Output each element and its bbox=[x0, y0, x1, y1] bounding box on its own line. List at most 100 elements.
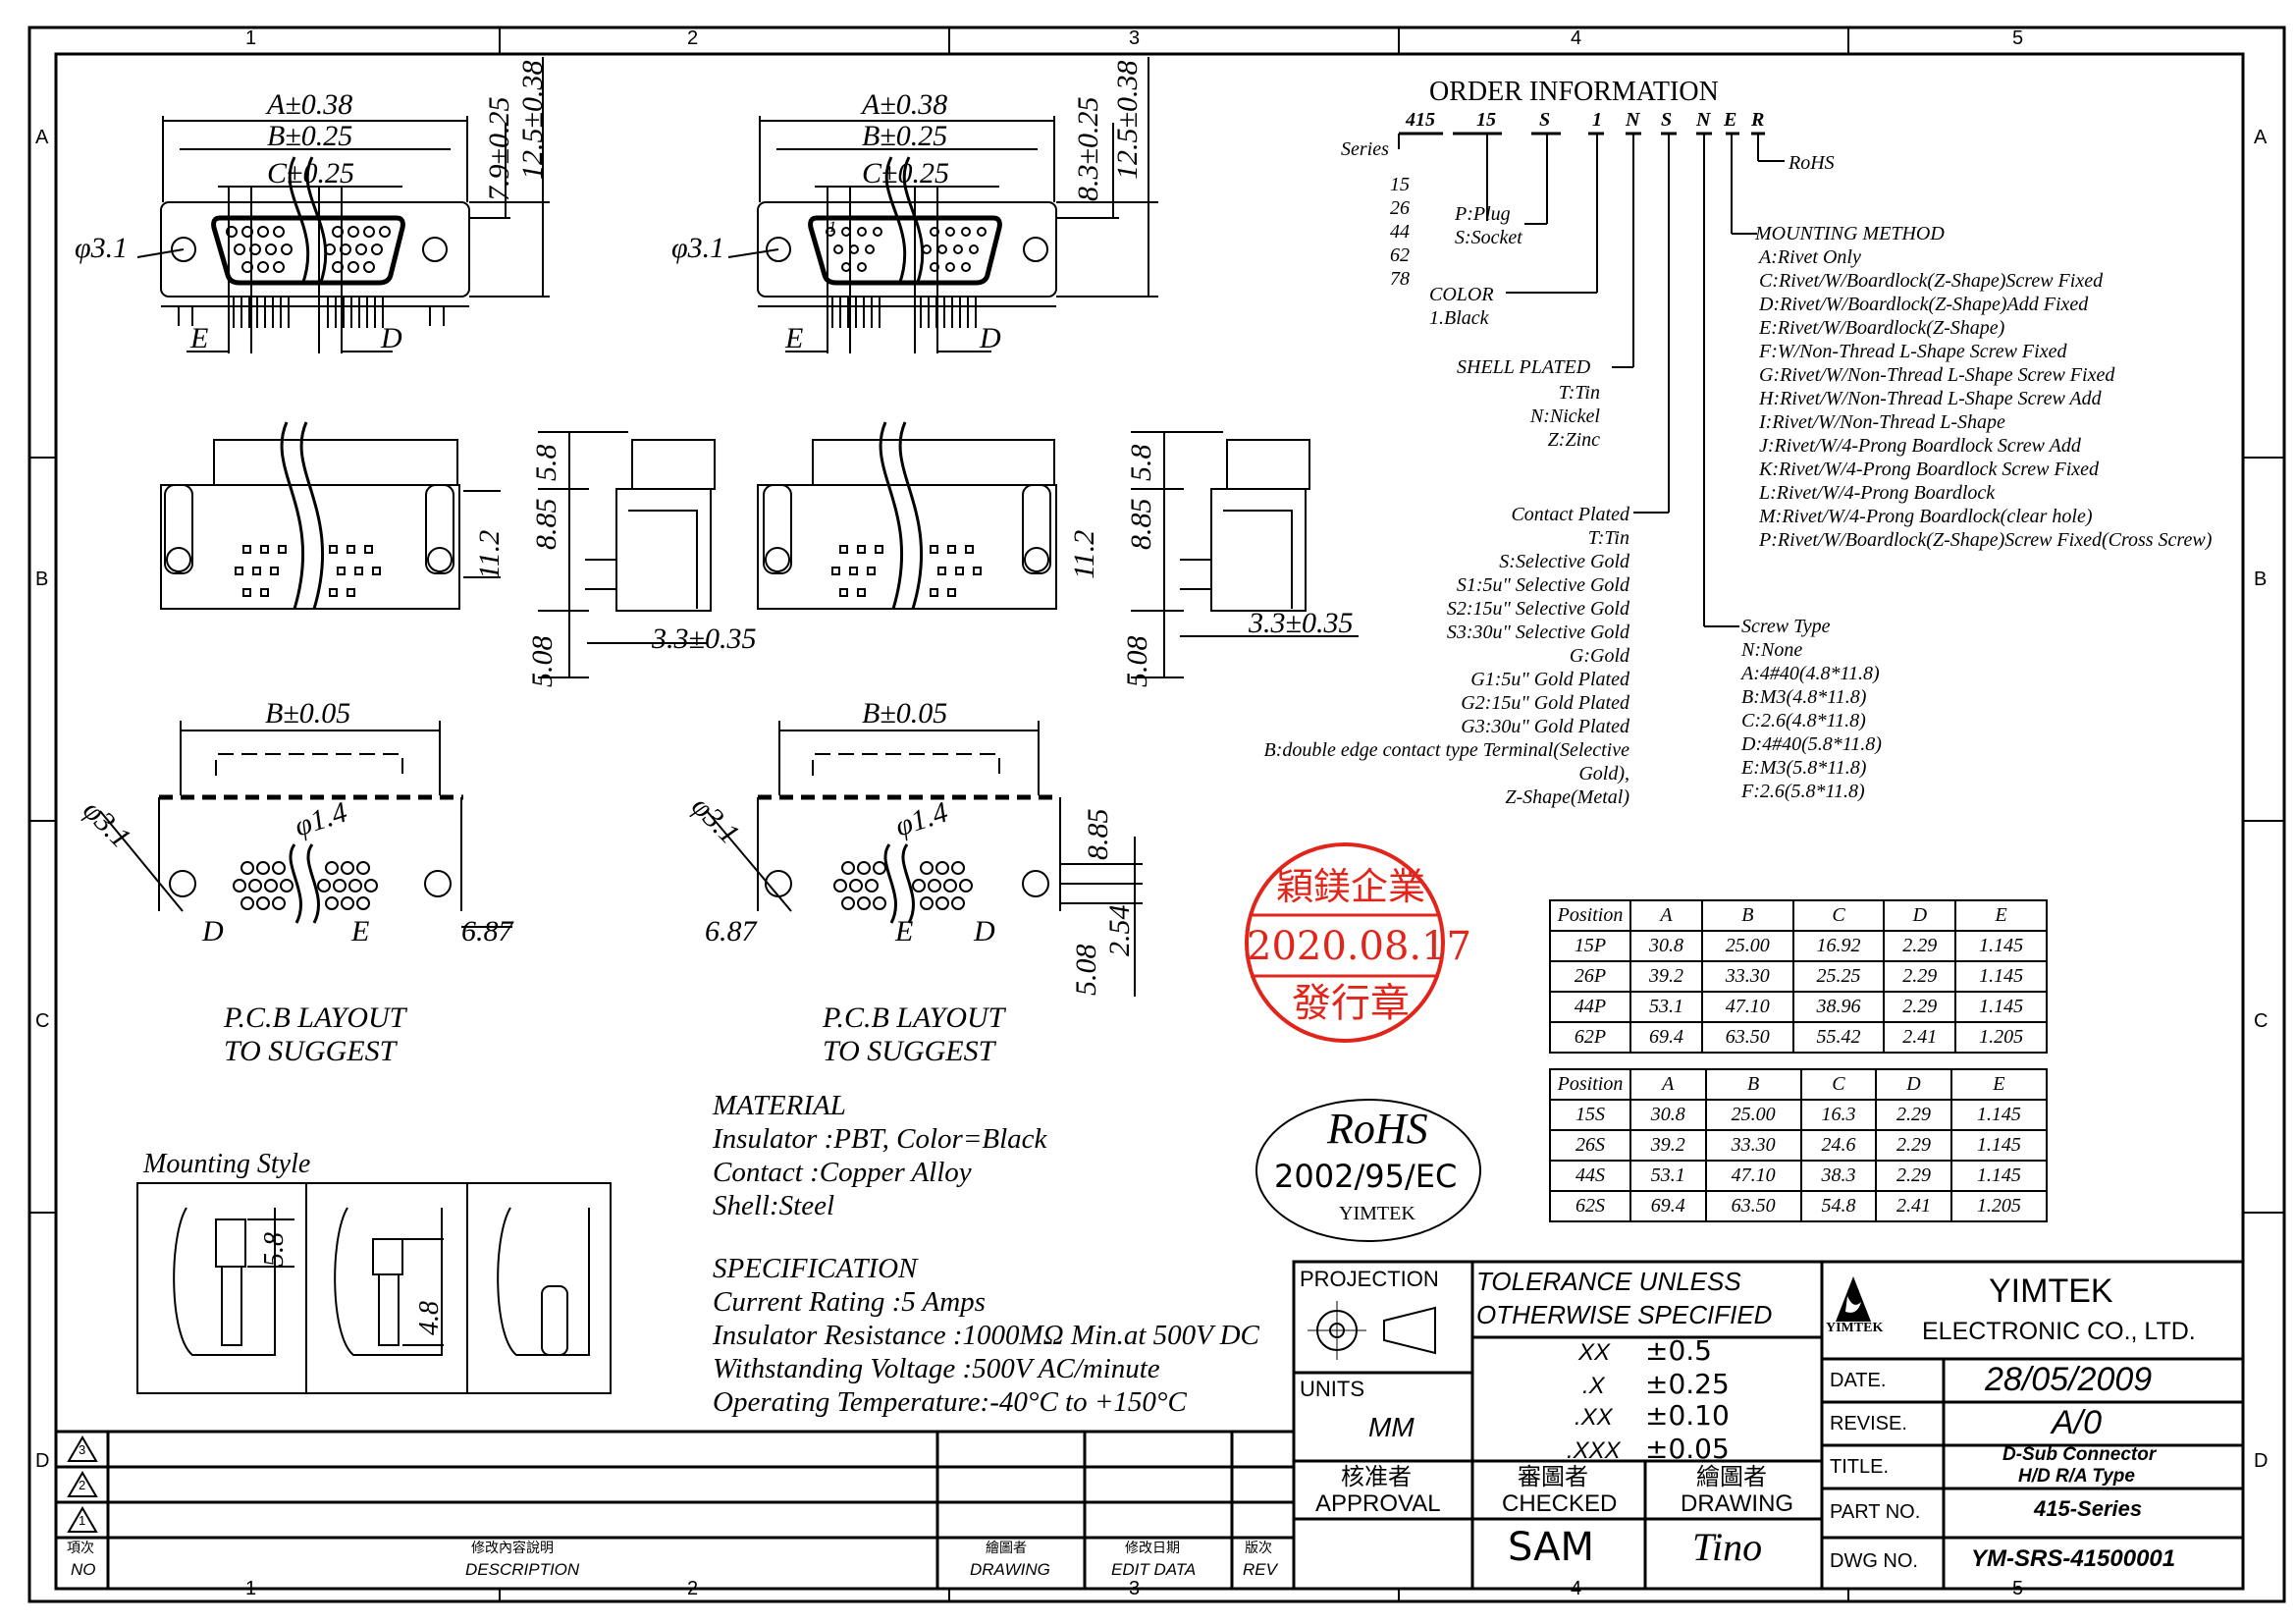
table-cell: 38.96 bbox=[1791, 991, 1886, 1023]
rev-rev-cn: 版次 bbox=[1245, 1541, 1272, 1556]
table-cell: 2.29 bbox=[1875, 1099, 1952, 1131]
order-contact-opt-4: S2:15u" Selective Gold bbox=[1446, 598, 1629, 620]
rev-no: NO bbox=[71, 1560, 96, 1579]
spec-line-3: Withstanding Voltage :500V AC/minute bbox=[713, 1353, 1160, 1384]
table-header-row: Position A B C D E bbox=[1549, 899, 2048, 932]
table-cell: 1.145 bbox=[1954, 991, 2048, 1023]
table-cell: 33.30 bbox=[1704, 1129, 1802, 1162]
order-mount-j: J:Rivet/W/4-Prong Boardlock Screw Add bbox=[1759, 435, 2081, 457]
spec-line-4: Operating Temperature:-40°C to +150°C bbox=[713, 1386, 1187, 1418]
checked-name: SAM bbox=[1508, 1525, 1595, 1570]
projection-label: PROJECTION bbox=[1300, 1267, 1439, 1291]
table-cell: 69.4 bbox=[1629, 1021, 1703, 1054]
order-mount-g: G:Rivet/W/Non-Thread L-Shape Screw Fixed bbox=[1759, 364, 2115, 386]
dim-d-pcb-socket: D bbox=[974, 915, 995, 947]
order-mount-p: P:Rivet/W/Boardlock(Z-Shape)Screw Fixed(… bbox=[1759, 529, 2213, 551]
col-label-5: 5 bbox=[2012, 27, 2024, 49]
order-shell-tin: T:Tin bbox=[1558, 382, 1600, 404]
dim-h48-mount: 4.8 bbox=[414, 1301, 445, 1335]
dim-h508-socket: 5.08 bbox=[1121, 635, 1153, 688]
table-header: Position bbox=[1549, 1068, 1631, 1101]
stamp-issue: 發行章 bbox=[1292, 981, 1410, 1026]
mounting-style-title: Mounting Style bbox=[143, 1149, 311, 1179]
dim-h79: 7.9±0.25 bbox=[483, 96, 515, 201]
table-cell: 1.145 bbox=[1949, 1129, 2049, 1162]
tolerance-title-1: TOLERANCE UNLESS bbox=[1476, 1267, 1741, 1296]
pcb-label-socket-2: TO SUGGEST bbox=[823, 1035, 995, 1067]
table-cell: 63.50 bbox=[1700, 1021, 1794, 1054]
table-cell: 38.3 bbox=[1799, 1160, 1878, 1192]
tol-val-1: ±0.5 bbox=[1645, 1334, 1712, 1367]
part-label: PART NO. bbox=[1830, 1501, 1921, 1523]
order-contact-opt-11: Gold), bbox=[1578, 763, 1629, 785]
dim-c-socket: C±0.25 bbox=[862, 157, 949, 189]
material-title: MATERIAL bbox=[713, 1090, 846, 1121]
dim-h885-pcb: 8.85 bbox=[1082, 808, 1114, 861]
col-label-4: 4 bbox=[1571, 27, 1582, 49]
order-color-title: COLOR bbox=[1429, 284, 1494, 305]
dim-b-plug: B±0.25 bbox=[267, 120, 353, 152]
table-cell: 1.145 bbox=[1949, 1099, 2049, 1131]
dim-c-plug: C±0.25 bbox=[267, 157, 354, 189]
order-series-label: Series bbox=[1341, 138, 1389, 160]
material-line-1: Insulator :PBT, Color=Black bbox=[713, 1123, 1047, 1155]
dim-d-pcb-plug: D bbox=[202, 915, 224, 947]
dim-a-socket: A±0.38 bbox=[862, 88, 948, 121]
date-value: 28/05/2009 bbox=[1985, 1361, 2153, 1398]
dim-h125-socket: 12.5±0.38 bbox=[1111, 60, 1144, 180]
order-mount-f: F:W/Non-Thread L-Shape Screw Fixed bbox=[1759, 341, 2067, 362]
row-label-d-right: D bbox=[2254, 1450, 2269, 1472]
table-cell: 2.41 bbox=[1883, 1021, 1957, 1054]
order-contact-opt-5: S3:30u" Selective Gold bbox=[1446, 622, 1629, 643]
order-code-color: 1 bbox=[1592, 109, 1602, 131]
pcb-label-plug-1: P.C.B LAYOUT bbox=[224, 1001, 406, 1034]
order-contact-opt-8: G2:15u" Gold Plated bbox=[1461, 692, 1629, 714]
order-code-mount: E bbox=[1724, 109, 1737, 131]
order-screw-n: N:None bbox=[1741, 639, 1803, 661]
units-label: UNITS bbox=[1300, 1377, 1364, 1401]
order-pos-44: 44 bbox=[1390, 221, 1410, 243]
table-cell: 1.145 bbox=[1954, 960, 2048, 993]
rev-mark-3: 3 bbox=[79, 1442, 86, 1457]
order-code-contact: S bbox=[1661, 109, 1673, 131]
socket-pcb-layout bbox=[706, 721, 1143, 997]
table-cell: 1.205 bbox=[1949, 1190, 2049, 1222]
table-cell: 15P bbox=[1549, 930, 1631, 962]
pcb-label-socket-1: P.C.B LAYOUT bbox=[823, 1001, 1005, 1034]
dim-h254-pcb: 2.54 bbox=[1103, 904, 1136, 957]
tol-key-1: XX bbox=[1578, 1339, 1611, 1366]
socket-side-view bbox=[1131, 431, 1359, 678]
order-gender-plug: P:Plug bbox=[1455, 203, 1511, 225]
material-line-2: Contact :Copper Alloy bbox=[713, 1157, 972, 1188]
dim-h112-socket: 11.2 bbox=[1068, 529, 1100, 579]
col-label-3-bottom: 3 bbox=[1129, 1578, 1141, 1599]
row-label-d: D bbox=[35, 1450, 50, 1472]
table-cell: 26P bbox=[1549, 960, 1631, 993]
order-title: ORDER INFORMATION bbox=[1429, 77, 1719, 107]
logo-text: YIMTEK bbox=[1826, 1321, 1884, 1335]
order-mount-d: D:Rivet/W/Boardlock(Z-Shape)Add Fixed bbox=[1759, 294, 2089, 315]
row-label-c-right: C bbox=[2254, 1010, 2269, 1032]
row-label-a: A bbox=[35, 127, 49, 148]
table-cell: 1.145 bbox=[1949, 1160, 2049, 1192]
rev-desc: DESCRIPTION bbox=[465, 1560, 580, 1579]
table-header: D bbox=[1883, 899, 1957, 932]
mounting-style-panel bbox=[136, 1182, 612, 1394]
socket-bottom-view bbox=[757, 421, 1057, 610]
tolerance-title-2: OTHERWISE SPECIFIED bbox=[1476, 1300, 1773, 1329]
plug-bottom-view bbox=[160, 421, 501, 610]
table-cell: 47.10 bbox=[1704, 1160, 1802, 1192]
outer-frame bbox=[27, 26, 2286, 1603]
part-value: 415-Series bbox=[2034, 1496, 2143, 1521]
order-screw-e: E:M3(5.8*11.8) bbox=[1741, 757, 1867, 779]
rev-mark-2: 2 bbox=[79, 1478, 86, 1492]
pcb-label-plug-2: TO SUGGEST bbox=[224, 1035, 397, 1067]
table-header: E bbox=[1949, 1068, 2049, 1101]
dim-phi31-plug: φ3.1 bbox=[75, 232, 129, 264]
title-line-2: H/D R/A Type bbox=[2018, 1466, 2135, 1487]
order-mount-e: E:Rivet/W/Boardlock(Z-Shape) bbox=[1759, 317, 2005, 339]
